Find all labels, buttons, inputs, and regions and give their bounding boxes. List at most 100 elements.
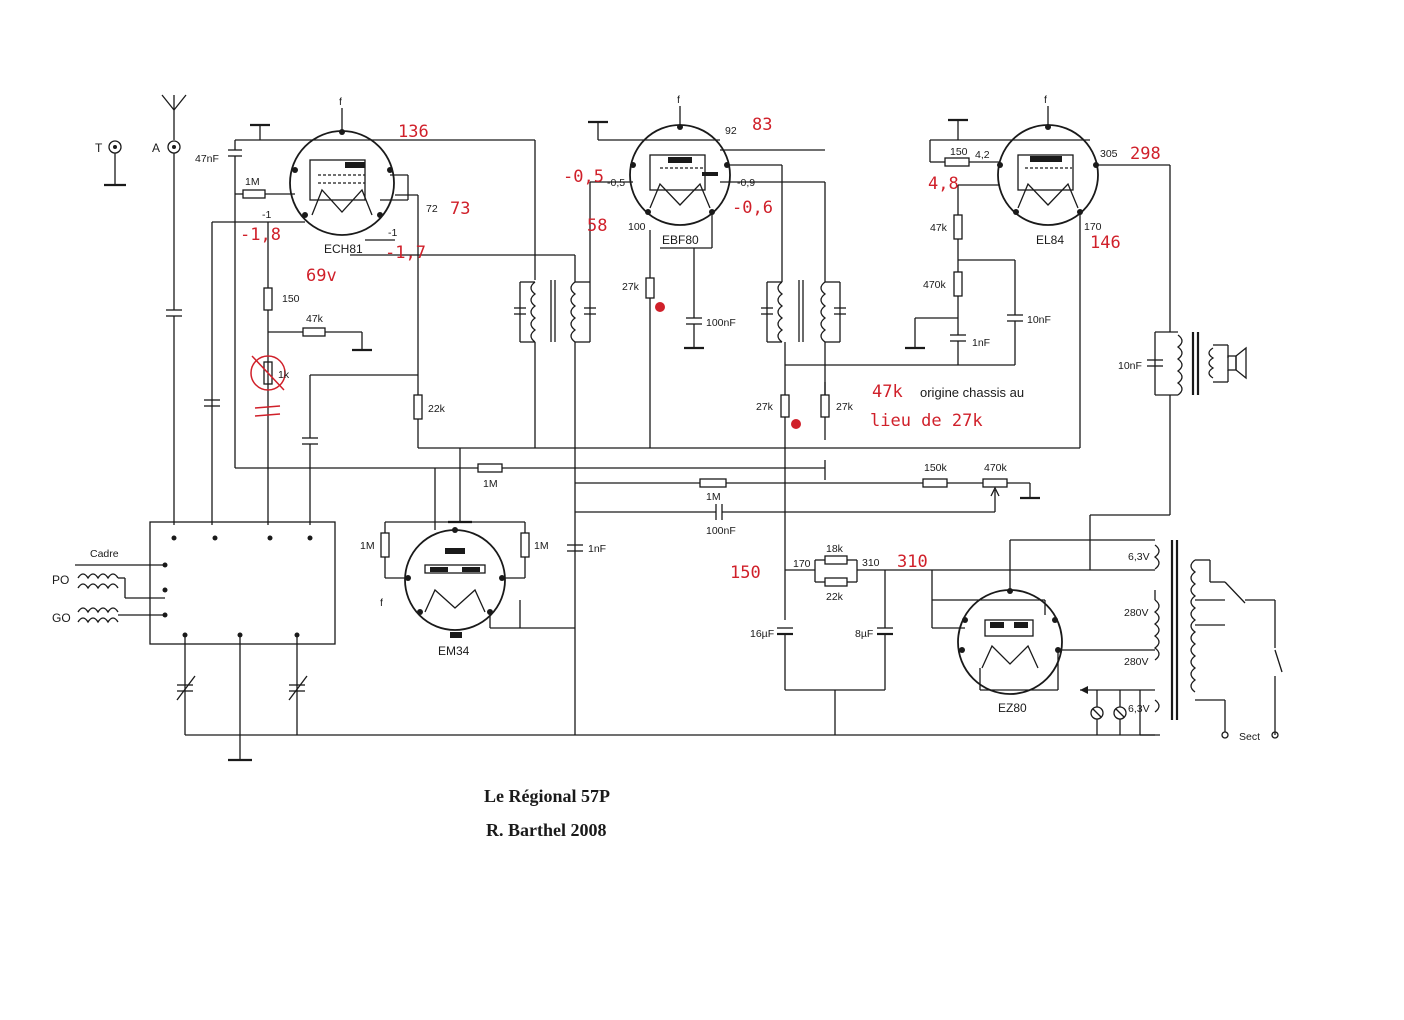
annotation-69v: 69v xyxy=(306,266,337,286)
el84-label: EL84 xyxy=(1036,233,1064,247)
label-150-cathode: 150 xyxy=(282,293,300,305)
pot-1k xyxy=(263,361,273,385)
annotation-48: 4,8 xyxy=(928,174,959,194)
handwritten-annotations: 136 73 -1,8 -1,7 69v -0,5 58 83 -0,6 4,8… xyxy=(240,115,1161,583)
resistor-47k-ech xyxy=(302,327,326,337)
speaker-icon xyxy=(1227,346,1247,380)
po-label: PO xyxy=(52,573,69,587)
pilot-lamp-2 xyxy=(1113,706,1127,720)
label-100nF-tone: 100nF xyxy=(706,525,736,537)
annotation-73: 73 xyxy=(450,199,470,219)
if-transformer-2 xyxy=(761,280,846,343)
label-1M-agc: 1M xyxy=(483,478,498,490)
resistor-150k xyxy=(922,478,948,488)
label-18k: 18k xyxy=(826,543,844,555)
ebf80-tube: EBF80 f xyxy=(629,94,731,247)
label-minus1-b: -1 xyxy=(388,227,397,239)
pilot-lamp-1 xyxy=(1090,706,1104,720)
earth-label: T xyxy=(95,141,103,155)
label-42: 4,2 xyxy=(975,149,990,161)
ech81-filament: f xyxy=(339,96,342,108)
ech81-tube: ECH81 f xyxy=(289,96,395,256)
label-305: 305 xyxy=(1100,148,1118,160)
resistor-22k-ps xyxy=(824,577,848,587)
annotation-310: 310 xyxy=(897,552,928,572)
label-170-el84: 170 xyxy=(1084,221,1102,233)
em34-label: EM34 xyxy=(438,644,470,658)
cadre-label: Cadre xyxy=(90,548,119,560)
resistor-1M-agc xyxy=(477,463,503,473)
label-minus1-a: -1 xyxy=(262,209,271,221)
variable-capacitor-2 xyxy=(288,675,308,701)
resistor-18k xyxy=(824,555,848,565)
antenna-terminal: A xyxy=(152,94,187,525)
label-170-ps: 170 xyxy=(793,558,811,570)
label-27k-ebf: 27k xyxy=(622,281,640,293)
resistor-1M-grid xyxy=(242,189,266,199)
annotation-298: 298 xyxy=(1130,144,1161,164)
label-1k: 1k xyxy=(278,369,290,381)
annotation-47k: 47k xyxy=(872,382,903,402)
annotation-lieu-de-27k: lieu de 27k xyxy=(870,411,983,431)
label-1M-grid: 1M xyxy=(245,176,260,188)
variable-capacitor-1 xyxy=(176,675,196,701)
note-origine-chassis: origine chassis au xyxy=(920,385,1024,400)
label-16uF: 16µF xyxy=(750,628,774,640)
ebf80-label: EBF80 xyxy=(662,233,699,247)
el84-tube: EL84 f xyxy=(997,94,1099,247)
label-470k: 470k xyxy=(923,279,947,291)
tuning-block: Cadre PO GO xyxy=(52,521,336,645)
em34-filament: f xyxy=(380,597,383,609)
label-100nF-ebf: 100nF xyxy=(706,317,736,329)
output-transformer xyxy=(1147,331,1229,396)
label-22k: 22k xyxy=(428,403,446,415)
label-280v-a: 280V xyxy=(1124,607,1149,619)
label-10nF-ot: 10nF xyxy=(1118,360,1142,372)
el84-filament: f xyxy=(1044,94,1047,106)
annotation-146: 146 xyxy=(1090,233,1121,253)
mains-transformer: 6,3V 280V 280V 6,3V xyxy=(1124,540,1197,720)
label-1nF-el84: 1nF xyxy=(972,337,990,349)
label-8uF: 8µF xyxy=(855,628,873,640)
resistor-27k-b xyxy=(820,394,830,418)
resistor-1M-em34-left xyxy=(380,532,390,558)
label-310: 310 xyxy=(862,557,880,569)
label-470k-pot: 470k xyxy=(984,462,1008,474)
annotation-58: 58 xyxy=(587,216,607,236)
ez80-tube: EZ80 xyxy=(957,588,1063,715)
annotation-136: 136 xyxy=(398,122,429,142)
label-10nF-el84: 10nF xyxy=(1027,314,1051,326)
label-47k-el84: 47k xyxy=(930,222,948,234)
annotation-minus18: -1,8 xyxy=(240,225,281,245)
ez80-label: EZ80 xyxy=(998,701,1027,715)
label-150-el84: 150 xyxy=(950,146,968,158)
antenna-label: A xyxy=(152,141,160,155)
resistor-150-cathode xyxy=(263,287,273,311)
schematic-author: R. Barthel 2008 xyxy=(486,820,607,840)
label-minus05-ebf: -0,5 xyxy=(607,177,625,189)
go-label: GO xyxy=(52,611,71,625)
label-47nF: 47nF xyxy=(195,153,219,165)
label-47k-ech: 47k xyxy=(306,313,324,325)
label-92: 92 xyxy=(725,125,737,137)
label-27k-a: 27k xyxy=(756,401,774,413)
ech81-label: ECH81 xyxy=(324,242,363,256)
annotation-83: 83 xyxy=(752,115,772,135)
resistor-27k-a xyxy=(780,394,790,418)
earth-terminal: T xyxy=(95,140,126,187)
em34-tube: EM34 f xyxy=(380,527,506,658)
label-63v-bot: 6,3V xyxy=(1128,703,1150,715)
label-1M-em34-right: 1M xyxy=(534,540,549,552)
annotation-minus06: -0,6 xyxy=(732,198,773,218)
schematic-title: Le Régional 57P xyxy=(484,786,610,806)
resistor-27k-ebf xyxy=(645,277,655,299)
label-1M-tone: 1M xyxy=(706,491,721,503)
label-150k: 150k xyxy=(924,462,948,474)
resistor-47k-el84 xyxy=(953,214,963,240)
label-1nF-bus: 1nF xyxy=(588,543,606,555)
label-22k-ps: 22k xyxy=(826,591,844,603)
resistor-1M-em34-right xyxy=(520,532,530,558)
resistor-22k xyxy=(413,394,423,420)
